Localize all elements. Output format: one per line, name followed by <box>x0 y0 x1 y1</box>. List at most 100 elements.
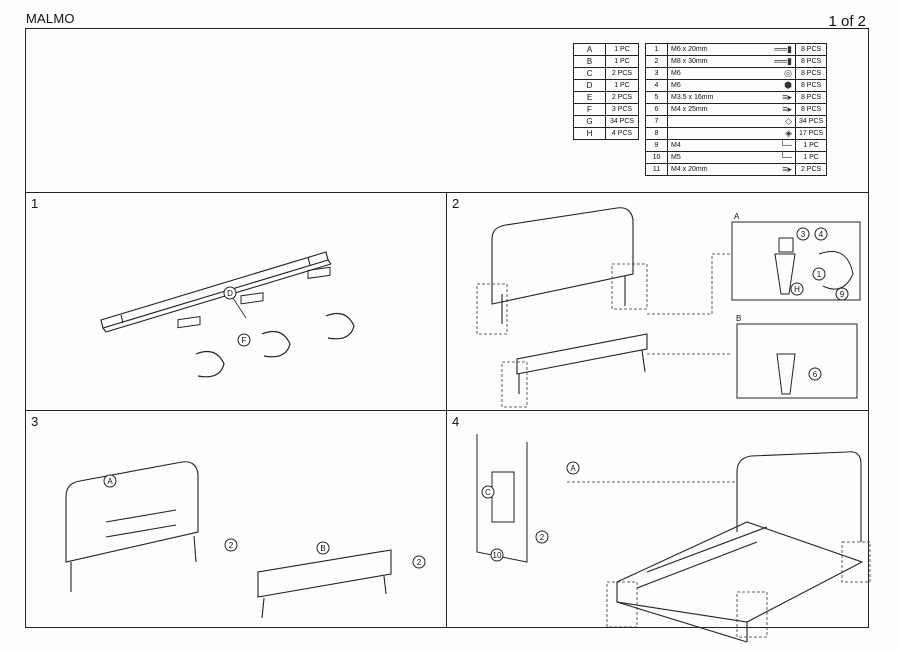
detail-label-a: A <box>734 212 740 221</box>
leg-b <box>776 353 796 395</box>
part-qty: 3 PCS <box>605 103 639 116</box>
hardware-num: 8 <box>645 127 668 140</box>
hardware-num: 7 <box>645 115 668 128</box>
callout-3: 3 <box>801 230 806 239</box>
detail-label-b: B <box>736 314 741 323</box>
part-letter: B <box>573 55 606 68</box>
callout-1: 1 <box>817 270 822 279</box>
detail-a-frame <box>731 221 861 301</box>
detail-b-frame <box>736 323 858 399</box>
part-qty: 1 PC <box>605 55 639 68</box>
step-1-number: 1 <box>31 196 39 211</box>
callout-a: A <box>107 477 113 486</box>
callout-9: 9 <box>840 290 845 299</box>
bolt-icon: ══▮ <box>774 56 792 66</box>
callout-c: C <box>485 488 491 497</box>
hardware-desc: M3.5 x 16mm <box>671 93 714 101</box>
hardware-num: 6 <box>645 103 668 116</box>
leg-plate-a <box>778 237 794 253</box>
hardware-row: 7 ◇34 PCS <box>645 115 828 128</box>
callout-6: 6 <box>813 370 818 379</box>
part-qty: 1 PC <box>605 43 639 56</box>
hardware-desc-cell: M6 x 20mm══▮ <box>667 43 796 56</box>
callout-b: B <box>320 544 325 553</box>
step-3-number: 3 <box>31 414 39 429</box>
part-qty: 2 PCS <box>605 91 639 104</box>
hardware-num: 11 <box>645 163 668 176</box>
hardware-desc-cell: M4 x 20mm≡▸ <box>667 163 796 176</box>
hardware-qty: 8 PCS <box>794 91 828 104</box>
headboard-a <box>491 207 634 324</box>
hardware-desc-cell: M6 ◎ <box>667 67 796 80</box>
hardware-desc: M6 <box>671 69 681 77</box>
hardware-qty: 8 PCS <box>794 79 828 92</box>
hardware-num: 4 <box>645 79 668 92</box>
hardware-desc: M6 <box>671 81 681 89</box>
side-rail-d <box>100 251 332 333</box>
hardware-qty: 34 PCS <box>794 115 828 128</box>
hardware-qty: 8 PCS <box>794 55 828 68</box>
part-qty: 2 PCS <box>605 67 639 80</box>
allen-key-icon: └─ <box>779 152 792 162</box>
headboard-a <box>65 461 199 592</box>
hardware-qty: 8 PCS <box>794 67 828 80</box>
part-letter: D <box>573 79 606 92</box>
washer-icon: ◎ <box>784 68 792 78</box>
callout-2-head: 2 <box>229 541 234 550</box>
part-letter: E <box>573 91 606 104</box>
hardware-num: 10 <box>645 151 668 164</box>
bolt-icon: ══▮ <box>774 44 792 54</box>
wrench-arc <box>818 251 854 290</box>
hardware-desc-cell: ◈ <box>667 127 796 140</box>
bracket-e <box>177 266 331 329</box>
step-4-diagram: C A 2 10 <box>476 434 871 643</box>
step-2-number: 2 <box>452 196 460 211</box>
part-letter: F <box>573 103 606 116</box>
hardware-desc-cell: M4 x 25mm ≡▸ <box>667 103 796 116</box>
cap-icon: ◈ <box>785 128 792 138</box>
part-letter: C <box>573 67 606 80</box>
part-letter: G <box>573 115 606 128</box>
hardware-qty: 8 PCS <box>794 103 828 116</box>
hardware-qty: 17 PCS <box>794 127 828 140</box>
step-1-diagram: D F <box>100 251 355 378</box>
screw-icon: ≡▸ <box>782 92 792 102</box>
footboard-b <box>257 549 392 619</box>
callout-2: 2 <box>540 533 545 542</box>
button-icon: ◇ <box>785 116 792 126</box>
step-4-number: 4 <box>452 414 460 429</box>
bracket-detail <box>476 434 528 563</box>
part-letter: H <box>573 127 606 140</box>
hardware-qty: 1 PC <box>794 139 828 152</box>
divider-middle <box>26 410 868 411</box>
hardware-row: 8 ◈17 PCS <box>645 127 828 140</box>
part-qty: 1 PC <box>605 79 639 92</box>
divider-vertical <box>446 192 447 628</box>
hardware-desc-cell: M8 x 30mm══▮ <box>667 55 796 68</box>
hardware-desc-cell: M3.5 x 16mm ≡▸ <box>667 91 796 104</box>
callout-h: H <box>794 285 800 294</box>
hardware-desc: M4 <box>671 141 681 149</box>
hardware-num: 3 <box>645 67 668 80</box>
screw-icon: ≡▸ <box>782 104 792 114</box>
callout-f: F <box>242 336 247 345</box>
hardware-desc: M4 x 25mm <box>671 105 708 113</box>
hardware-desc-cell: M6⬢ <box>667 79 796 92</box>
part-letter: A <box>573 43 606 56</box>
hardware-desc-cell: M5└─ <box>667 151 796 164</box>
